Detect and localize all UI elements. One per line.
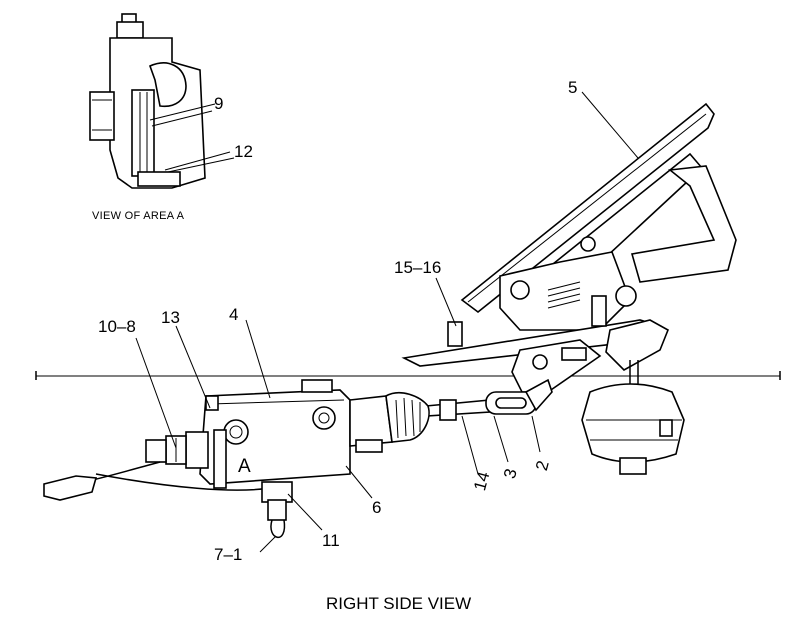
callout-2: 2	[532, 459, 553, 473]
leader-lines	[135, 91, 639, 553]
detail-view-area-a	[89, 13, 231, 189]
callout-12: 12	[234, 142, 253, 161]
view-title: RIGHT SIDE VIEW	[326, 594, 471, 613]
callout-15-16: 15–16	[394, 258, 441, 277]
callout-5: 5	[568, 78, 577, 97]
detail-caption: VIEW OF AREA A	[92, 210, 185, 222]
callout-14: 14	[470, 470, 493, 493]
pedal-assembly	[401, 102, 737, 475]
callout-7-1: 7–1	[214, 545, 242, 564]
callout-4: 4	[229, 305, 238, 324]
callout-9: 9	[214, 94, 223, 113]
callout-11: 11	[322, 531, 340, 550]
callout-3: 3	[500, 467, 521, 481]
callout-10-8: 10–8	[98, 317, 136, 336]
callout-6: 6	[372, 498, 381, 517]
valve-body	[43, 379, 430, 539]
callout-13: 13	[161, 308, 180, 327]
reference-line	[35, 371, 781, 380]
area-marker: A	[238, 456, 251, 477]
